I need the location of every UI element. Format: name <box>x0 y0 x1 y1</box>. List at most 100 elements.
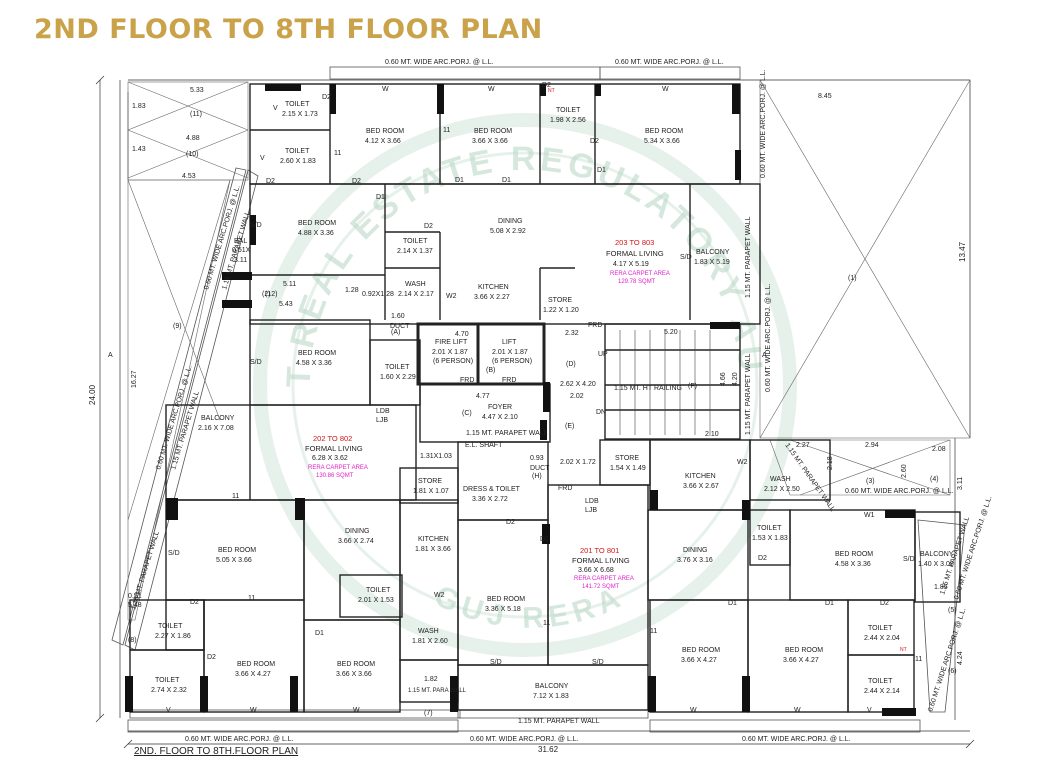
railing-label: 1.15 MT. HT RAILING <box>614 385 682 392</box>
door-code: D2 <box>352 178 361 185</box>
parapet-note: 1.15 MT. PARAPET WALL <box>518 718 600 725</box>
room-name: STORE <box>418 478 442 485</box>
area-marker: (E) <box>565 423 574 430</box>
column-code: 11 <box>443 127 450 134</box>
fire-door-code: FRD <box>502 377 516 384</box>
ventilator-code: V <box>260 155 265 162</box>
lift-label: LIFT <box>502 339 517 346</box>
ljb-label: LJB <box>585 507 597 514</box>
room-name: KITCHEN <box>685 473 716 480</box>
open-terrace-hatch <box>127 79 971 621</box>
room-size: 1.60 X 2.29 <box>380 374 416 381</box>
dim-label: 2.02 <box>570 393 584 400</box>
room-size: 3.36 X 5.18 <box>485 606 521 613</box>
room-size: 3.66 X 2.67 <box>683 483 719 490</box>
dim-label: 0.92X1.28 <box>362 291 394 298</box>
arc-porj-note: 0.60 MT. WIDE ARC.PORJ. @ L.L. <box>760 69 767 178</box>
core-store-size: 1.22 X 1.20 <box>543 307 579 314</box>
dim-label: 4.77 <box>476 393 490 400</box>
dim-label: 2.18 <box>827 456 834 470</box>
duct-a-label: DUCT <box>390 323 410 330</box>
ljb-label: LJB <box>376 417 388 424</box>
watermark-ring-outer <box>253 113 797 657</box>
door-code: D2 <box>207 654 216 661</box>
window-code: W <box>794 707 801 714</box>
room-name: STORE <box>615 455 639 462</box>
area-marker: (F) <box>688 383 697 390</box>
dim-label: 2.08 <box>932 446 946 453</box>
door-code: D1 <box>728 600 737 607</box>
room-name: BALCONY <box>696 249 730 256</box>
ventilator-code: V <box>867 707 872 714</box>
unit-size: 3.66 X 6.68 <box>578 567 614 574</box>
door-code: D1 <box>455 177 464 184</box>
dim-label: 4.70 <box>455 331 469 338</box>
dim-label: 2.94 <box>865 442 879 449</box>
door-code: D2 <box>590 138 599 145</box>
column-code: 11 <box>650 628 657 635</box>
dim-label: 2.27 <box>796 442 810 449</box>
door-code: D1 <box>540 536 549 543</box>
room-name: TOILET <box>285 148 310 155</box>
room-size: 1.81 X 1.07 <box>413 488 449 495</box>
room-size: 3.66 X 3.66 <box>472 138 508 145</box>
window-code: W2 <box>434 592 445 599</box>
dim-label: 4.24 <box>957 651 964 665</box>
door-code: D2 <box>542 82 551 89</box>
door-code: D2 <box>266 178 275 185</box>
sliding-door-code: S/D <box>168 550 180 557</box>
total-width-dim: 31.62 <box>538 745 559 754</box>
sliding-door-code: S/D <box>903 556 915 563</box>
room-size: 1.81 X 3.66 <box>415 546 451 553</box>
window-code: W2 <box>446 293 457 300</box>
door-code: D1 <box>315 630 324 637</box>
room-name: TOILET <box>868 625 893 632</box>
room-name: BED ROOM <box>298 220 336 227</box>
room-size: 2.44 X 2.14 <box>864 688 900 695</box>
room-size: 2.12 X 2.50 <box>764 486 800 493</box>
unit-size: 4.17 X 5.19 <box>613 261 649 268</box>
door-code: D2 <box>322 94 331 101</box>
window-code: W2 <box>737 459 748 466</box>
room-size: 4.58 X 3.36 <box>296 360 332 367</box>
dim-label: 2.60 <box>901 464 908 478</box>
room-name: TOILET <box>155 677 180 684</box>
parapet-note: 1.15 MT. PARAPET WALL <box>745 216 752 298</box>
room-name: BED ROOM <box>474 128 512 135</box>
room-size: 4.88 X 3.36 <box>298 230 334 237</box>
column-code: 11 <box>334 150 341 157</box>
arc-porj-note: 0.60 MT. WIDE ARC.PORJ. @ L.L. <box>742 736 851 743</box>
dim-label: 16.27 <box>131 370 138 388</box>
ventilator-code: V <box>166 707 171 714</box>
fire-door-code: FRD <box>588 322 602 329</box>
room-name: BED ROOM <box>835 551 873 558</box>
unit-room: FORMAL LIVING <box>572 556 630 565</box>
room-size: 1.98 X 2.56 <box>550 117 586 124</box>
room-size: 2.27 X 1.86 <box>155 633 191 640</box>
room-name: TOILET <box>158 623 183 630</box>
room-name: BALCONY <box>920 551 954 558</box>
room-size: 2.60 X 1.83 <box>280 158 316 165</box>
window-code: W <box>662 86 669 93</box>
door-code: D2 <box>880 600 889 607</box>
unit-size: 6.28 X 3.62 <box>312 455 348 462</box>
room-name: KITCHEN <box>478 284 509 291</box>
room-size: 5.08 X 2.92 <box>490 228 526 235</box>
area-marker: (5) <box>948 607 957 614</box>
dim-label: 1.28 <box>345 287 359 294</box>
area-marker: (4) <box>930 476 939 483</box>
fire-lift-size: 2.01 X 1.87 <box>432 349 468 356</box>
lobby-dim: 1.31X1.03 <box>420 453 452 460</box>
area-marker: (A) <box>391 329 400 336</box>
room-name: BED ROOM <box>218 547 256 554</box>
room-size: 3.66 X 4.27 <box>783 657 819 664</box>
area-marker: (12) <box>265 291 277 298</box>
room-size: 5.34 X 3.66 <box>644 138 680 145</box>
door-code: D2 <box>190 599 199 606</box>
sliding-door-code: S/D <box>680 254 692 261</box>
room-name: TOILET <box>556 107 581 114</box>
room-name: DRESS & TOILET <box>463 486 521 493</box>
lift-cap: (6 PERSON) <box>492 358 532 365</box>
lift-size: 2.01 X 1.87 <box>492 349 528 356</box>
